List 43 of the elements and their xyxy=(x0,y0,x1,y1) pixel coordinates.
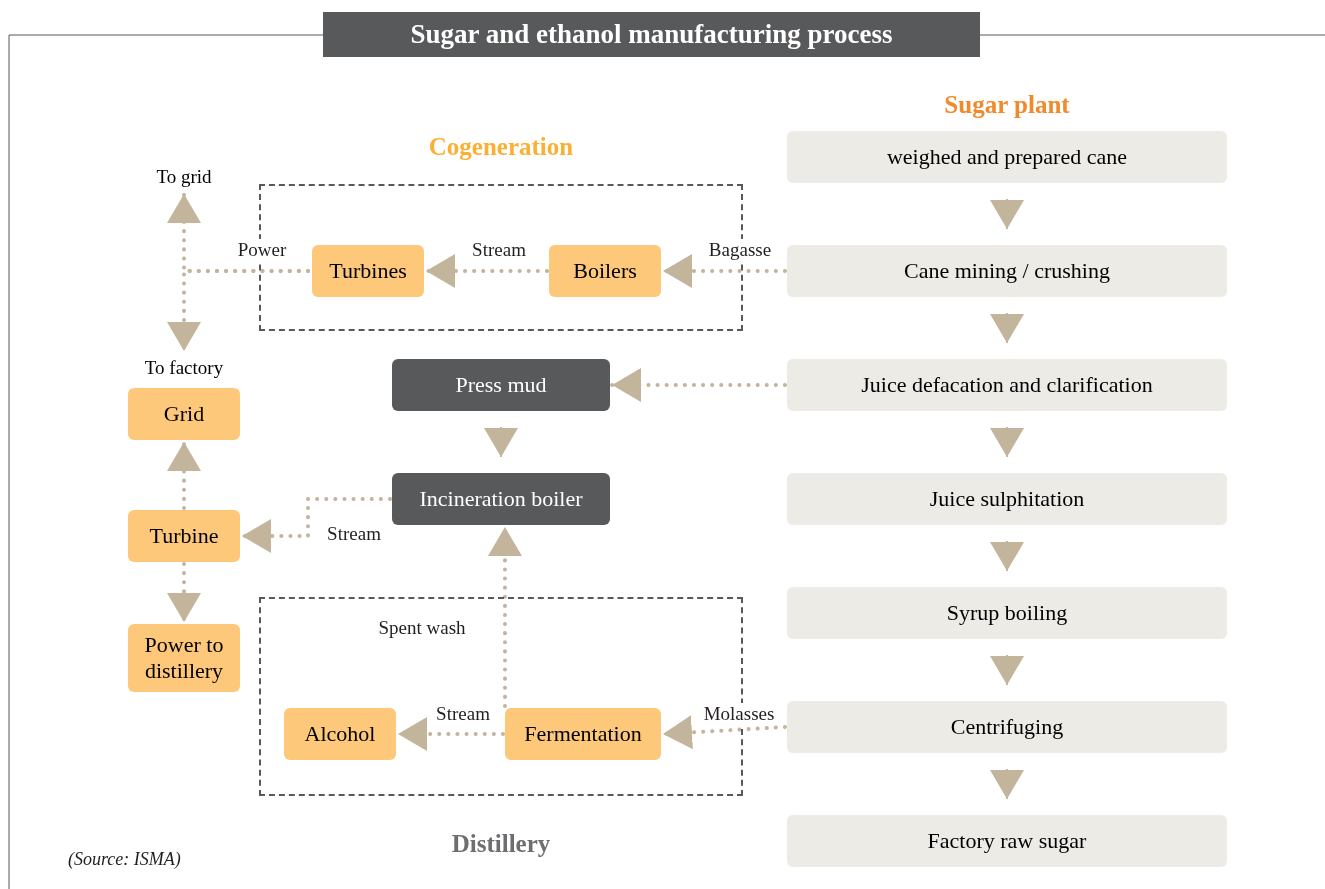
process-box: Fermentation xyxy=(505,708,661,760)
arrow xyxy=(167,269,310,353)
source-note: (Source: ISMA) xyxy=(68,848,181,871)
title-bar: Sugar and ethanol manufacturing process xyxy=(323,12,980,57)
arrow xyxy=(990,540,1024,572)
process-box: Power to distillery xyxy=(128,624,240,692)
arrow xyxy=(396,717,505,751)
process-box: Juice sulphitation xyxy=(787,473,1227,525)
arrow xyxy=(990,654,1024,686)
arrow xyxy=(167,562,201,624)
arrow xyxy=(610,368,787,402)
arrow xyxy=(240,497,392,553)
group-heading: Cogeneration xyxy=(427,132,575,162)
text-label: To grid xyxy=(140,164,228,190)
arrow xyxy=(424,254,549,288)
arrow xyxy=(484,426,518,458)
edge-label: Bagasse xyxy=(706,239,774,261)
text-label: To factory xyxy=(128,355,240,381)
column-heading: Sugar plant xyxy=(943,90,1071,120)
process-box: weighed and prepared cane xyxy=(787,131,1227,183)
arrow xyxy=(990,426,1024,458)
process-box: Grid xyxy=(128,388,240,440)
process-box: Alcohol xyxy=(284,708,396,760)
arrow xyxy=(990,312,1024,344)
process-box: Turbines xyxy=(312,245,424,297)
arrow xyxy=(167,440,201,510)
process-box: Centrifuging xyxy=(787,701,1227,753)
process-box: Turbine xyxy=(128,510,240,562)
process-box: Press mud xyxy=(392,359,610,411)
process-box: Syrup boiling xyxy=(787,587,1227,639)
process-box: Juice defacation and clarification xyxy=(787,359,1227,411)
group-heading: Distillery xyxy=(450,829,552,859)
arrow xyxy=(661,254,787,288)
process-box: Cane mining / crushing xyxy=(787,245,1227,297)
arrow xyxy=(990,198,1024,230)
process-box: Incineration boiler xyxy=(392,473,610,525)
process-box: Factory raw sugar xyxy=(787,815,1227,867)
arrow xyxy=(990,768,1024,800)
arrow xyxy=(487,525,522,708)
process-box: Boilers xyxy=(549,245,661,297)
arrow xyxy=(661,715,787,750)
edge-label: Power xyxy=(235,239,289,261)
edge-label: Molasses xyxy=(701,703,777,725)
